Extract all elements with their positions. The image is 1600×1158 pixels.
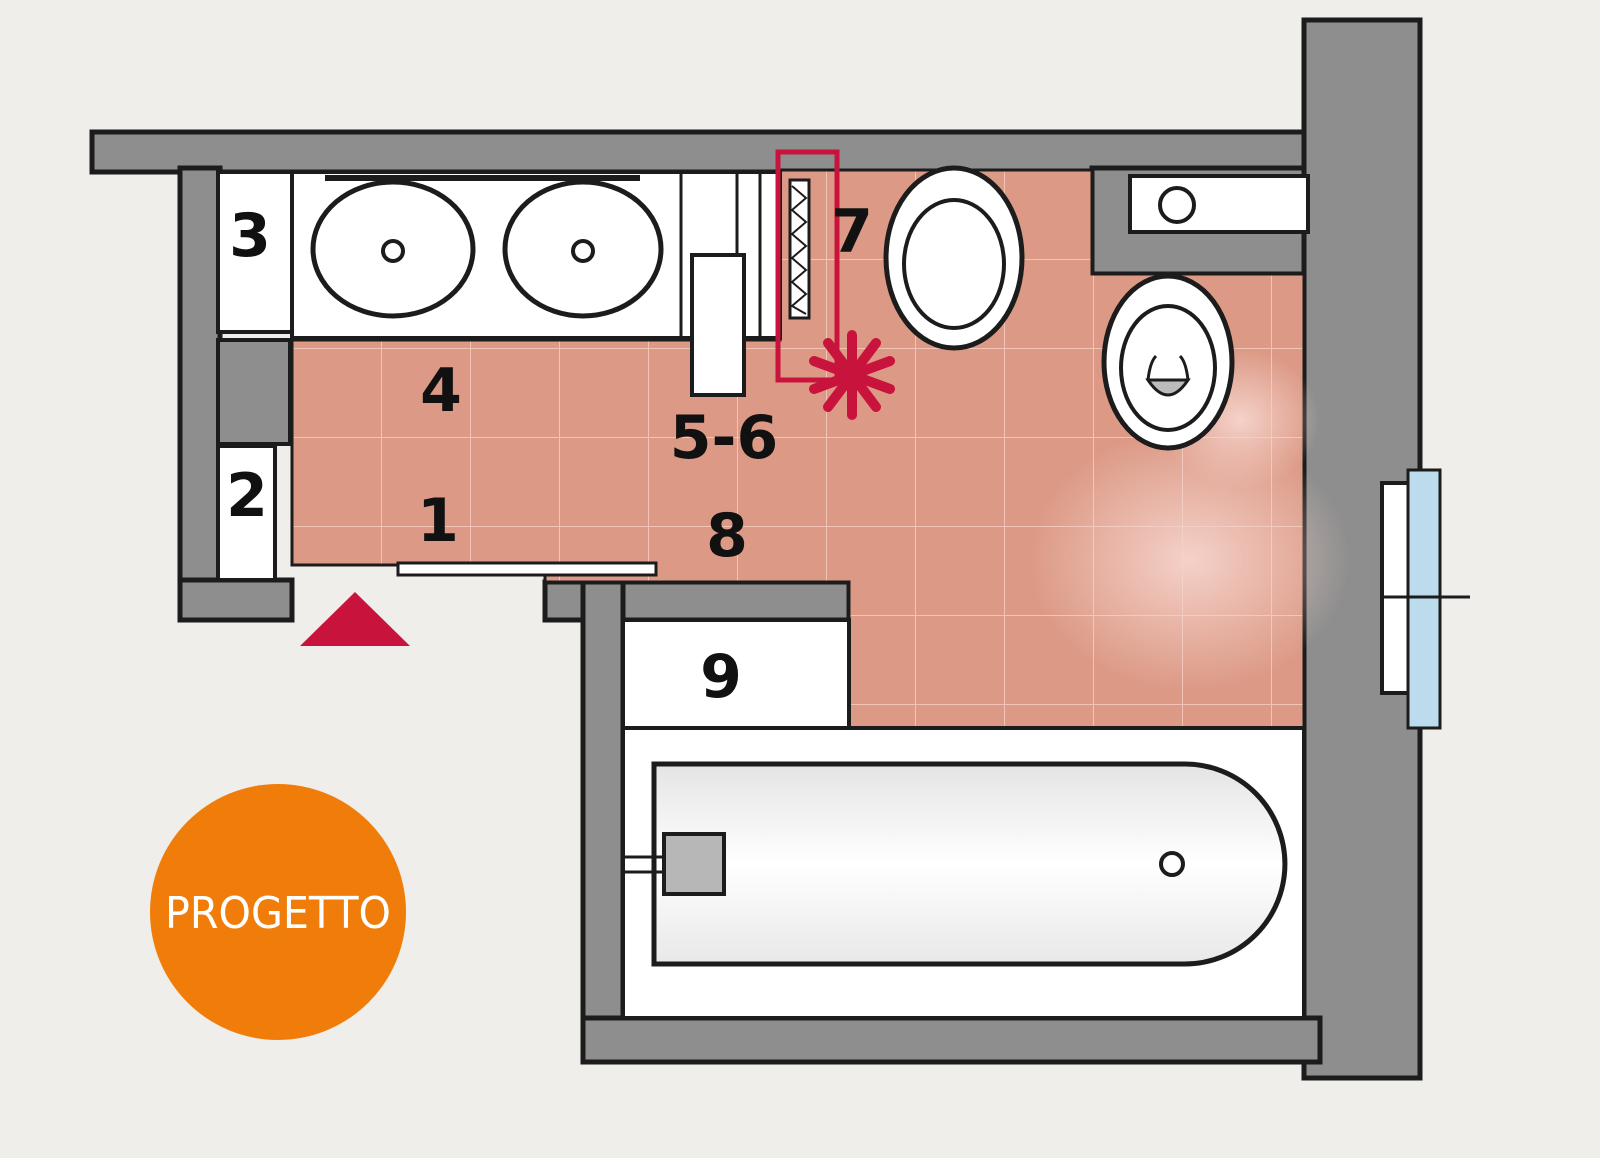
- label-7: 7: [831, 197, 873, 267]
- storage-tower: [690, 253, 746, 397]
- label-8: 8: [706, 501, 748, 571]
- progetto-badge: PROGETTO: [150, 784, 406, 1040]
- towel-heater-icon: [775, 149, 840, 383]
- sliding-door: [396, 561, 658, 577]
- cabinet-2: [216, 444, 277, 582]
- wall-tub-bottom: [580, 1015, 1323, 1065]
- label-3: 3: [229, 201, 271, 271]
- label-4: 4: [420, 356, 462, 426]
- sink-left: [310, 179, 476, 319]
- bathtub: [621, 726, 1306, 1020]
- bidet: [1101, 174, 1310, 451]
- window: [1380, 468, 1470, 730]
- cabinet-9: [621, 618, 851, 730]
- entrance-arrow-icon: [300, 592, 410, 646]
- wall-left: [177, 165, 223, 623]
- cabinet-3: [216, 170, 294, 334]
- label-1: 1: [417, 486, 459, 556]
- toilet: [883, 165, 1025, 351]
- number-labels: 3 2 4 1 5-6 7 8 9: [226, 197, 873, 712]
- wall-tub-left: [580, 579, 626, 1065]
- badge-text: PROGETTO: [165, 888, 391, 939]
- sink-right: [502, 179, 664, 319]
- asterisk-icon: [809, 330, 895, 420]
- wall-left-bottom: [177, 577, 295, 623]
- wall-left-pier: [216, 338, 292, 446]
- label-9: 9: [700, 642, 742, 712]
- label-5-6: 5-6: [670, 403, 778, 473]
- walls: [89, 17, 1423, 1081]
- label-2: 2: [226, 461, 268, 531]
